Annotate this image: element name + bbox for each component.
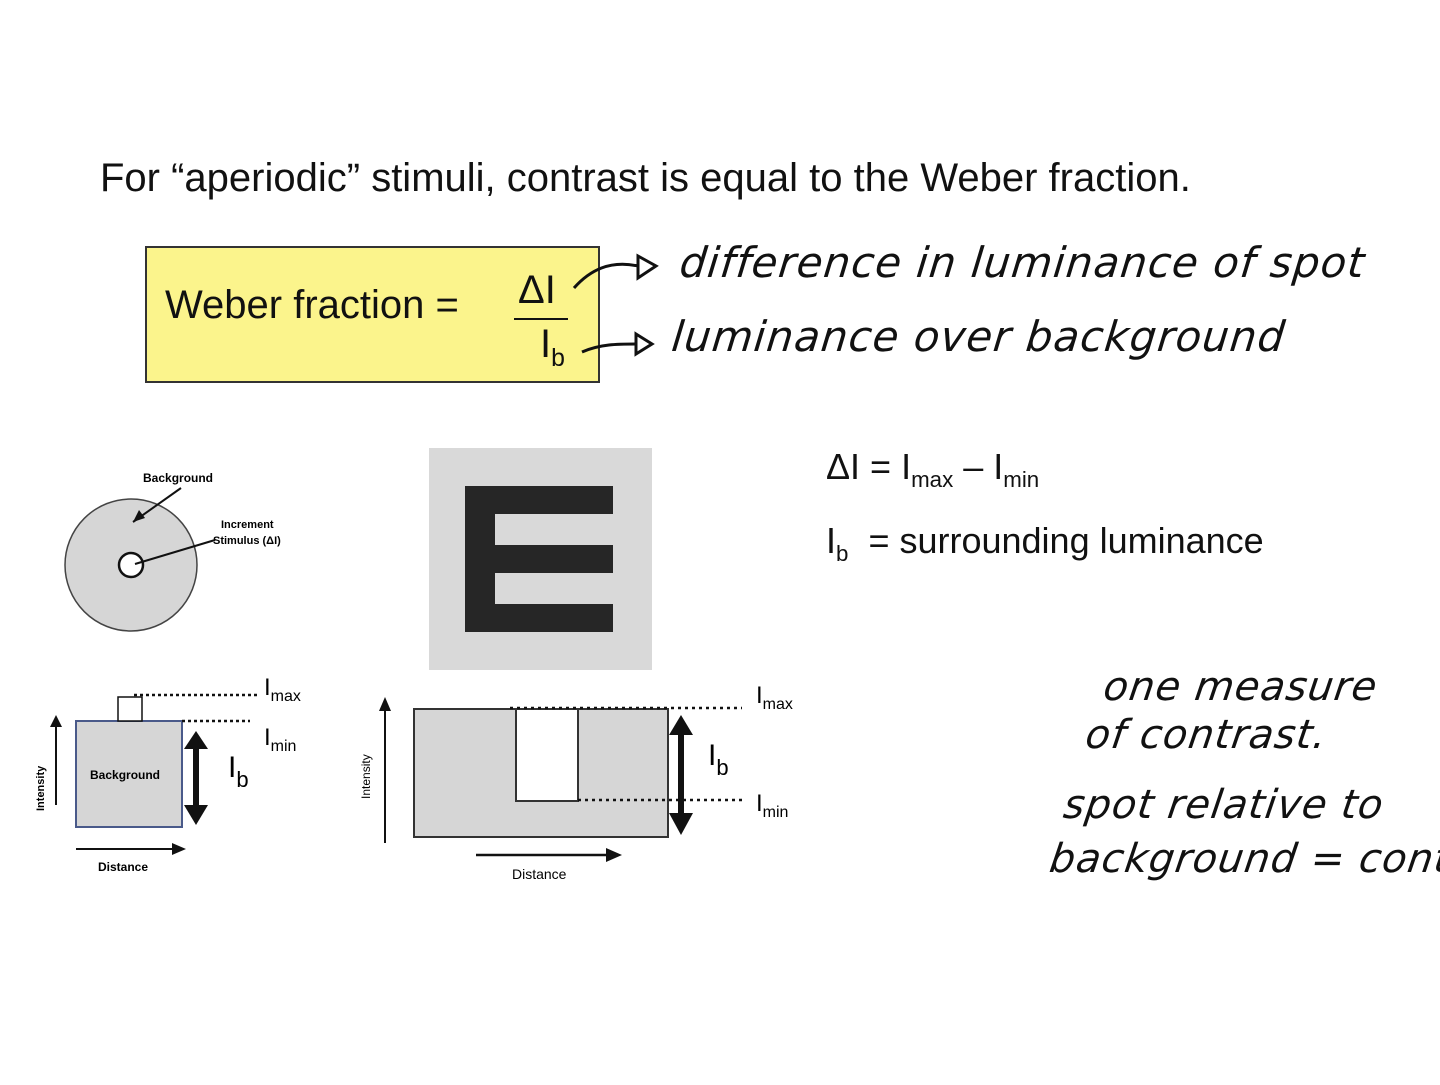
side-note-line-2: of contrast. — [1082, 712, 1331, 758]
x-axis-arrowhead — [172, 843, 186, 855]
small-imin-label: Imin — [264, 724, 296, 755]
background-label: Background — [143, 471, 213, 485]
fraction-denominator: Ib — [540, 322, 565, 373]
letter-e-stimulus — [429, 448, 652, 670]
numerator-arrowhead — [636, 253, 659, 281]
small-ib-label: Ib — [228, 751, 249, 792]
denominator-arrowhead — [634, 331, 655, 357]
delta-i-equation: ΔI = Imax – Imin — [826, 446, 1040, 493]
side-note-line-3: spot relative to — [1060, 782, 1387, 828]
background-block-label: Background — [90, 768, 160, 782]
denominator-arrow — [581, 342, 637, 354]
fraction-bar — [514, 318, 568, 320]
small-intensity-profile: Intensity Background Imax Imin Ib Distan… — [35, 674, 301, 874]
increment-label-2: Stimulus (ΔI) — [213, 535, 281, 547]
ib-equation: Ib = surrounding luminance — [826, 520, 1264, 567]
numerator-arrow — [572, 262, 639, 289]
increment-label-1: Increment — [221, 519, 274, 531]
small-y-axis-label: Intensity — [35, 765, 47, 811]
large-intensity-profile: Intensity Imax Ib Imin Distance — [359, 682, 793, 882]
numerator-annotation: difference in luminance of spot — [677, 238, 1368, 287]
small-imax-label: Imax — [264, 674, 301, 705]
weber-fraction-label: Weber fraction = — [165, 283, 459, 327]
small-x-axis-label: Distance — [98, 860, 148, 874]
side-note-line-4: background = contrast — [1046, 836, 1440, 882]
large-x-axis-label: Distance — [512, 866, 567, 882]
letter-e-shape — [465, 486, 613, 632]
large-imax-label: Imax — [756, 682, 793, 713]
ib-arrow-top — [184, 731, 208, 749]
large-y-axis-label: Intensity — [359, 754, 373, 799]
large-imin-label: Imin — [756, 790, 788, 821]
y-axis-arrowhead — [50, 715, 62, 727]
ib-arrow-bottom — [184, 805, 208, 825]
headline: For “aperiodic” stimuli, contrast is equ… — [100, 156, 1191, 200]
increment-pointer — [134, 539, 216, 565]
fraction-numerator: ΔI — [518, 268, 556, 312]
side-note-line-1: one measure — [1100, 664, 1381, 710]
increment-stimulus-diagram: Background Increment Stimulus (ΔI) — [64, 471, 281, 632]
dark-bar-notch — [515, 708, 579, 802]
weber-formula-box — [145, 246, 600, 383]
increment-spot — [117, 551, 145, 579]
increment-step — [117, 696, 143, 722]
denominator-annotation: luminance over background — [669, 312, 1289, 361]
handwritten-arrows — [572, 253, 659, 357]
large-ib-label: Ib — [708, 739, 729, 780]
